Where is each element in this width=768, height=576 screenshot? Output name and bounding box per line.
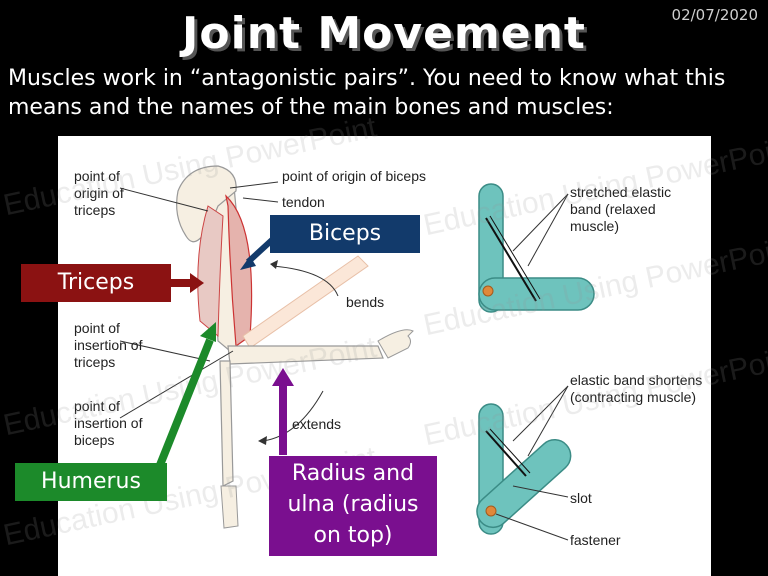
label-origin-triceps: point of origin of triceps — [74, 168, 124, 218]
label-contracting-band: elastic band shortens (contracting muscl… — [570, 372, 703, 405]
label-slot: slot — [570, 490, 592, 506]
slide-title: Joint Movement — [182, 8, 586, 59]
biceps-callout: Biceps — [270, 215, 420, 253]
triceps-callout: Triceps — [21, 264, 171, 302]
label-tendon: tendon — [282, 194, 325, 210]
label-insertion-biceps: point of insertion of biceps — [74, 398, 143, 448]
model-band-relaxed — [485, 217, 537, 302]
label-extends: extends — [292, 416, 342, 432]
biceps-muscle — [225, 194, 253, 348]
model-angled-bar — [476, 439, 572, 529]
raised-forearm — [242, 255, 369, 349]
model-fastener-top — [482, 285, 494, 297]
shoulder-bone — [176, 165, 237, 243]
intro-text: Muscles work in “antagonistic pairs”. Yo… — [8, 66, 726, 120]
arm-diagram — [119, 165, 595, 541]
model-band-contracting — [485, 430, 527, 477]
label-fastener: fastener — [570, 532, 621, 548]
humerus-callout: Humerus — [15, 463, 167, 501]
bends-arc — [272, 265, 339, 297]
lowered-hand — [220, 485, 239, 529]
triceps-muscle — [197, 205, 224, 338]
lowered-forearm — [219, 360, 234, 487]
radius-ulna-callout: Radius and ulna (radius on top) — [269, 456, 437, 556]
hand — [377, 329, 414, 359]
forearm-bones — [227, 345, 384, 365]
date-label: 02/07/2020 — [671, 6, 758, 24]
label-origin-biceps: point of origin of biceps — [282, 168, 426, 184]
extends-arc — [262, 390, 324, 442]
model-fastener-bottom — [485, 505, 497, 517]
label-insertion-triceps: point of insertion of triceps — [74, 320, 143, 370]
label-bends: bends — [346, 294, 385, 310]
label-stretched-band: stretched elastic band (relaxed muscle) — [570, 184, 672, 234]
